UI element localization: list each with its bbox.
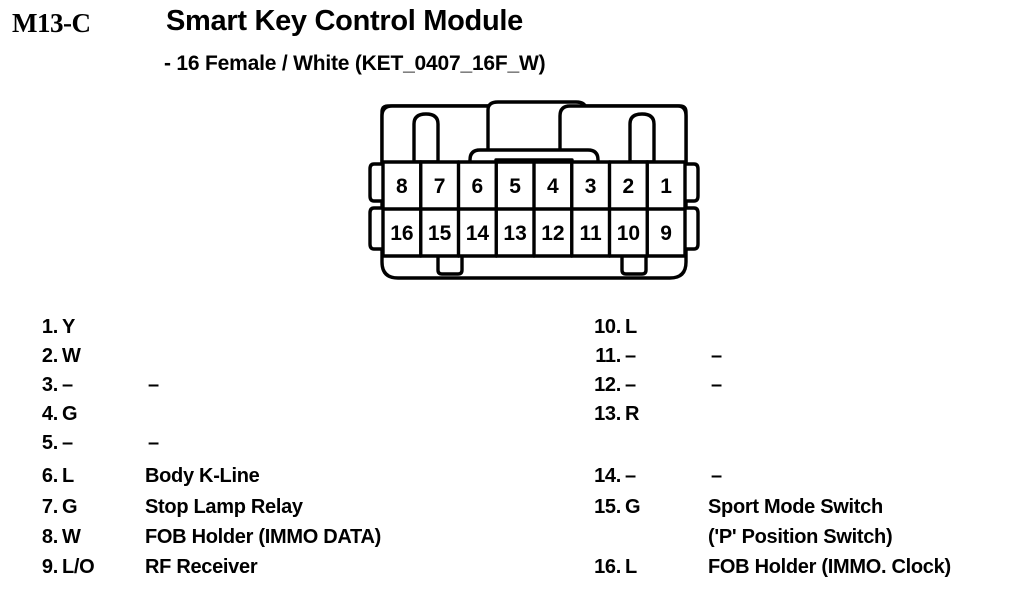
connector-bottom-tab-right [620,254,648,276]
pin-wire-color: G [62,403,78,425]
pin-description: Sport Mode Switch [708,496,883,518]
pin-wire-color: W [62,526,81,548]
pin-row: 10. L [563,316,1012,342]
pin-row: 12. – – [563,374,1012,400]
pin-row: 15. G Sport Mode Switch [563,496,1012,522]
connector-side-notch-left-upper [368,162,385,203]
pin-row: 3. – – [0,374,560,400]
pin-wire-color: – [625,465,636,487]
pinout-list: 1. Y 2. W 3. – – 4. G 5. – – 6. L Body K [0,300,1012,616]
pin-number: 6. [41,465,58,487]
pin-row-continuation: ('P' Position Switch) [563,526,1012,552]
pin-description: FOB Holder (IMMO. Clock) [708,556,951,578]
pin-number: 14. [594,465,621,487]
pin-cavity-label-14: 14 [466,222,490,245]
pin-cavity-label-12: 12 [541,222,564,245]
pin-row: 8. W FOB Holder (IMMO DATA) [0,526,560,552]
pin-row: 1. Y [0,316,560,342]
pin-description: – [711,345,722,367]
pin-number: 12. [594,374,621,396]
pin-cavity-label-3: 3 [585,175,597,198]
pin-cavity-label-13: 13 [503,222,526,245]
header: M13-C Smart Key Control Module - 16 Fema… [0,0,1012,95]
pin-wire-color: G [625,496,641,518]
pin-row: 2. W [0,345,560,371]
pin-number: 13. [594,403,621,425]
connector-side-notch-left-lower [368,206,385,251]
connector-bottom-tab-left [436,254,464,276]
pin-cavity-label-7: 7 [434,175,446,198]
pin-number: 5. [41,432,58,454]
pin-cavity-label-8: 8 [396,175,408,198]
connector-subtitle: - 16 Female / White (KET_0407_16F_W) [164,52,546,75]
pin-row: 7. G Stop Lamp Relay [0,496,560,522]
pin-description: – [148,432,159,454]
connector-code: M13-C [12,8,91,38]
pin-row: 9. L/O RF Receiver [0,556,560,582]
pin-cavity-label-9: 9 [660,222,672,245]
pin-wire-color: L [625,316,637,338]
connector-rail-right [628,112,656,164]
pin-row: 16. L FOB Holder (IMMO. Clock) [563,556,1012,582]
connector-rail-left [412,112,440,164]
connector-side-notch-right-lower [683,206,700,251]
pin-wire-color: – [625,374,636,396]
pin-number: 9. [41,556,58,578]
pin-number: 7. [41,496,58,518]
pin-row: 6. L Body K-Line [0,465,560,491]
pin-row: 5. – – [0,432,560,458]
pin-cavity-label-2: 2 [623,175,635,198]
page-title: Smart Key Control Module [166,5,523,37]
pin-cavity-label-15: 15 [428,222,452,245]
pin-description: RF Receiver [145,556,258,578]
pin-wire-color: – [62,432,73,454]
pin-wire-color: – [62,374,73,396]
pin-cavity-label-5: 5 [509,175,521,198]
pin-wire-color: L [625,556,637,578]
pin-number: 3. [41,374,58,396]
pin-number: 16. [594,556,621,578]
pin-description: – [711,465,722,487]
pin-description: – [148,374,159,396]
pin-number: 10. [594,316,621,338]
pin-cavity-label-1: 1 [660,175,672,198]
pin-row: 13. R [563,403,1012,429]
pin-description: Stop Lamp Relay [145,496,303,518]
pin-cavity-label-10: 10 [617,222,640,245]
pin-description: – [711,374,722,396]
pin-wire-color: L [62,465,74,487]
pin-row: 11. – – [563,345,1012,371]
pin-wire-color: W [62,345,81,367]
pin-row: 4. G [0,403,560,429]
pin-wire-color: R [625,403,640,425]
connector-diagram: 8 7 6 5 4 3 2 1 16 15 14 13 12 11 10 9 [360,98,720,288]
pin-wire-color: Y [62,316,76,338]
pin-number: 15. [594,496,621,518]
pin-number: 4. [41,403,58,425]
pin-cavity-label-16: 16 [390,222,413,245]
pin-cavity-label-6: 6 [472,175,484,198]
pin-row: 14. – – [563,465,1012,491]
pin-cavity-label-11: 11 [579,222,602,245]
pin-number: 2. [41,345,58,367]
pin-cavity-label-4: 4 [547,175,559,198]
pin-number: 1. [41,316,58,338]
pin-number: 11. [595,345,621,367]
pin-number: 8. [41,526,58,548]
pin-description: FOB Holder (IMMO DATA) [145,526,381,548]
pin-description: Body K-Line [145,465,260,487]
pin-wire-color: – [625,345,636,367]
pin-wire-color: L/O [62,556,95,578]
pin-description-line2: ('P' Position Switch) [708,526,893,548]
pin-wire-color: G [62,496,78,518]
connector-side-notch-right-upper [683,162,700,203]
